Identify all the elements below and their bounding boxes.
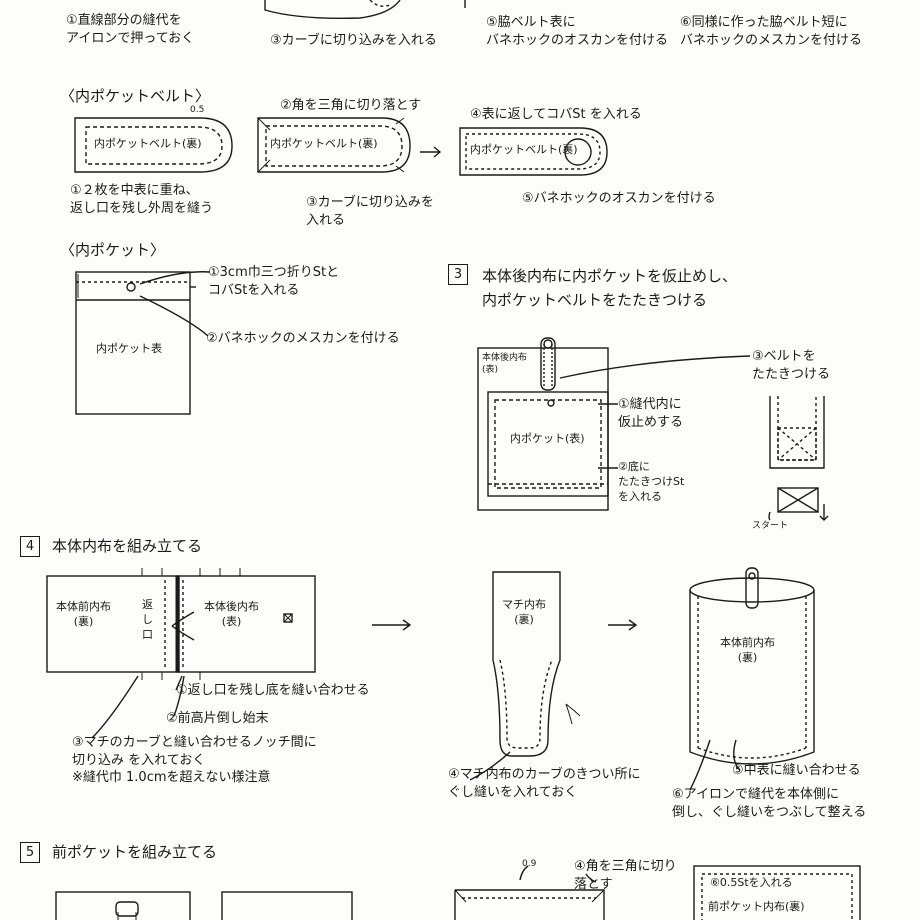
- step4-flat-panels-drawing: [46, 568, 316, 680]
- step3-number: 3: [448, 264, 468, 285]
- step4-title: 本体内布を組み立てる: [52, 537, 203, 555]
- step4-step6: ⑥アイロンで縫代を本体側に 倒し、ぐし縫いをつぶして整える: [672, 787, 867, 820]
- step4-opening-label: 返し口: [142, 598, 153, 641]
- top-note-6: ⑥同様に作った脇ベルト短に バネホックのメスカンを付ける: [680, 15, 863, 48]
- step4-gusset-drawing: [469, 571, 581, 781]
- step3-step1: ①縫代内に 仮止めする: [618, 397, 684, 430]
- top-belt-curve-drawing: [264, 0, 401, 20]
- step4-step5: ⑤中表に縫い合わせる: [732, 763, 861, 778]
- step4-assembled-label: 本体前内布 (裏): [720, 636, 775, 664]
- arrow-icon: [608, 619, 638, 631]
- step5-step6: ⑥0.5Stを入れる: [710, 876, 793, 889]
- inner-belt-label-2: 内ポケットベルト(裏): [270, 137, 378, 150]
- inner-pocket-step2: ②バネホックのメスカンを付ける: [206, 331, 400, 346]
- inner-pocket-step1: ①3cm巾三つ折りStと コバStを入れる: [208, 265, 340, 298]
- step4-back-label: 本体後内布 (表): [204, 600, 259, 628]
- inner-belt-step5: ⑤バネホックのオスカンを付ける: [522, 191, 716, 206]
- step5-title: 前ポケットを組み立てる: [52, 843, 218, 861]
- step5-number: 5: [20, 842, 40, 863]
- inner-belt-title: 〈内ポケットベルト〉: [60, 87, 211, 105]
- inner-belt-step4: ④表に返してコバSt を入れる: [470, 107, 642, 122]
- step5-step4: ④角を三角に切り 落とす: [574, 859, 677, 892]
- inner-pocket-label: 内ポケット表: [96, 342, 162, 355]
- step3-body-label: 本体後内布 (表): [482, 353, 528, 376]
- step3-pocket-label: 内ポケット(表): [510, 432, 585, 445]
- step4-assembled-drawing: [689, 567, 815, 791]
- inner-pocket-drawing: [75, 271, 196, 415]
- leader-line: [91, 675, 185, 739]
- step4-gusset-label: マチ内布 (裏): [502, 598, 546, 626]
- inner-belt-label-3: 内ポケットベルト(裏): [470, 143, 578, 156]
- step4-front-label: 本体前内布 (裏): [56, 600, 111, 628]
- inner-belt-step2: ②角を三角に切り落とす: [280, 98, 422, 113]
- inner-belt-stage3-drawing: [459, 127, 608, 176]
- step4-step2: ②前高片倒し始末: [166, 711, 269, 726]
- step5-dim: 0.9: [522, 859, 537, 869]
- inner-belt-stage1-drawing: [74, 117, 233, 173]
- inner-belt-stage2-drawing: [257, 117, 411, 173]
- leader-line: [139, 295, 209, 337]
- inner-belt-label: 内ポケットベルト(裏): [94, 137, 202, 150]
- arrow-icon: [420, 146, 442, 158]
- inner-belt-step3: ③カーブに切り込みを 入れる: [306, 195, 434, 228]
- step4-step1: ①返し口を残し底を縫い合わせる: [176, 683, 370, 698]
- step5-pieces-drawing: [55, 865, 861, 920]
- step3-body-drawing: [477, 337, 751, 511]
- inner-belt-dim: 0.5: [190, 105, 205, 115]
- inner-belt-step1: ①２枚を中表に重ね、 返し口を残し外周を縫う: [70, 183, 214, 216]
- top-note-1: ①直線部分の縫代を アイロンで押っておく: [66, 13, 195, 46]
- top-note-5: ⑤脇ベルト表に バネホックのオスカンを付ける: [486, 15, 669, 48]
- step4-step4: ④マチ内布のカーブのきつい所に ぐし縫いを入れておく: [448, 767, 641, 800]
- step3-step3: ③ベルトを たたきつける: [752, 349, 831, 382]
- inner-pocket-title: 〈内ポケット〉: [60, 241, 166, 259]
- step3-belt-detail-drawing: [768, 396, 829, 521]
- step4-step3: ③マチのカーブと縫い合わせるノッチ間に 切り込み を入れておく ※縫代巾 1.0…: [72, 735, 317, 786]
- step4-number: 4: [20, 536, 40, 557]
- step3-step2: ②底に たたきつけSt を入れる: [618, 460, 685, 503]
- step3-title: 本体後内布に内ポケットを仮止めし、 内ポケットベルトをたたきつける: [482, 267, 738, 309]
- step3-start: スタート: [752, 521, 789, 531]
- arrow-icon: [372, 619, 412, 631]
- leader-line: [139, 271, 211, 285]
- top-note-3: ③カーブに切り込みを入れる: [270, 33, 437, 48]
- step5-lining-label: 前ポケット内布(裏): [708, 900, 805, 913]
